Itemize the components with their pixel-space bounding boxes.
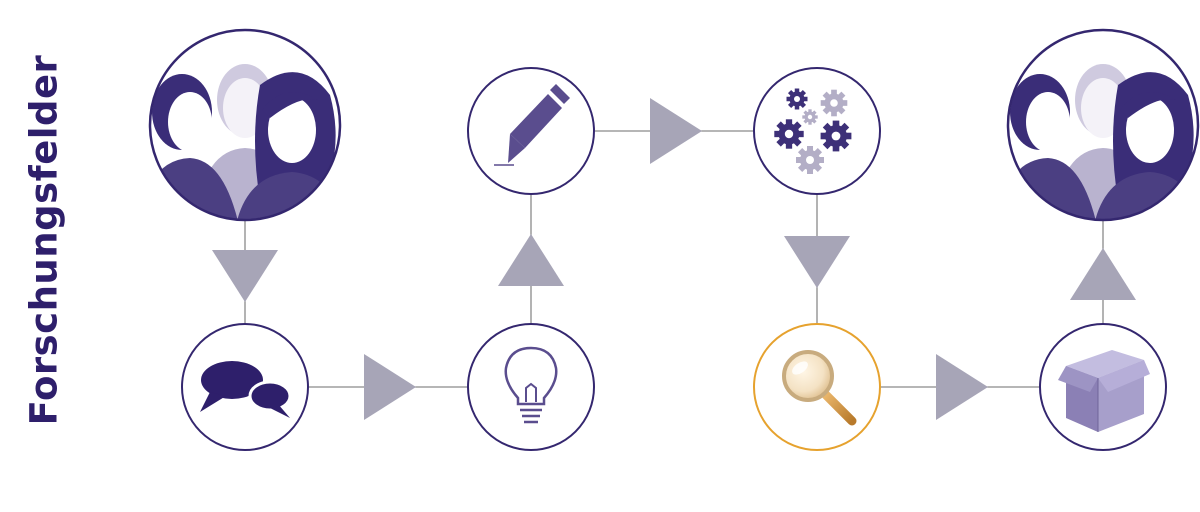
people-end-node <box>1006 28 1200 222</box>
connector-lines <box>244 130 1104 388</box>
arrow-up-icon <box>1070 248 1136 300</box>
arrow-right-icon <box>936 354 988 420</box>
lightbulb-icon <box>504 346 558 424</box>
people-start-node <box>148 28 342 222</box>
product-node <box>1039 323 1167 451</box>
speech-bubbles-icon <box>200 361 292 418</box>
arrow-right-icon <box>364 354 416 420</box>
arrow-down-icon <box>784 236 850 288</box>
discussion-node <box>181 323 309 451</box>
arrow-up-icon <box>498 234 564 286</box>
magnifier-icon <box>782 350 857 426</box>
design-node <box>467 67 595 195</box>
analysis-node <box>753 323 881 451</box>
process-node <box>753 67 881 195</box>
arrow-right-icon <box>650 98 702 164</box>
box-icon <box>1058 350 1150 432</box>
idea-node <box>467 323 595 451</box>
arrow-down-icon <box>212 250 278 302</box>
pencil-icon <box>494 84 570 166</box>
